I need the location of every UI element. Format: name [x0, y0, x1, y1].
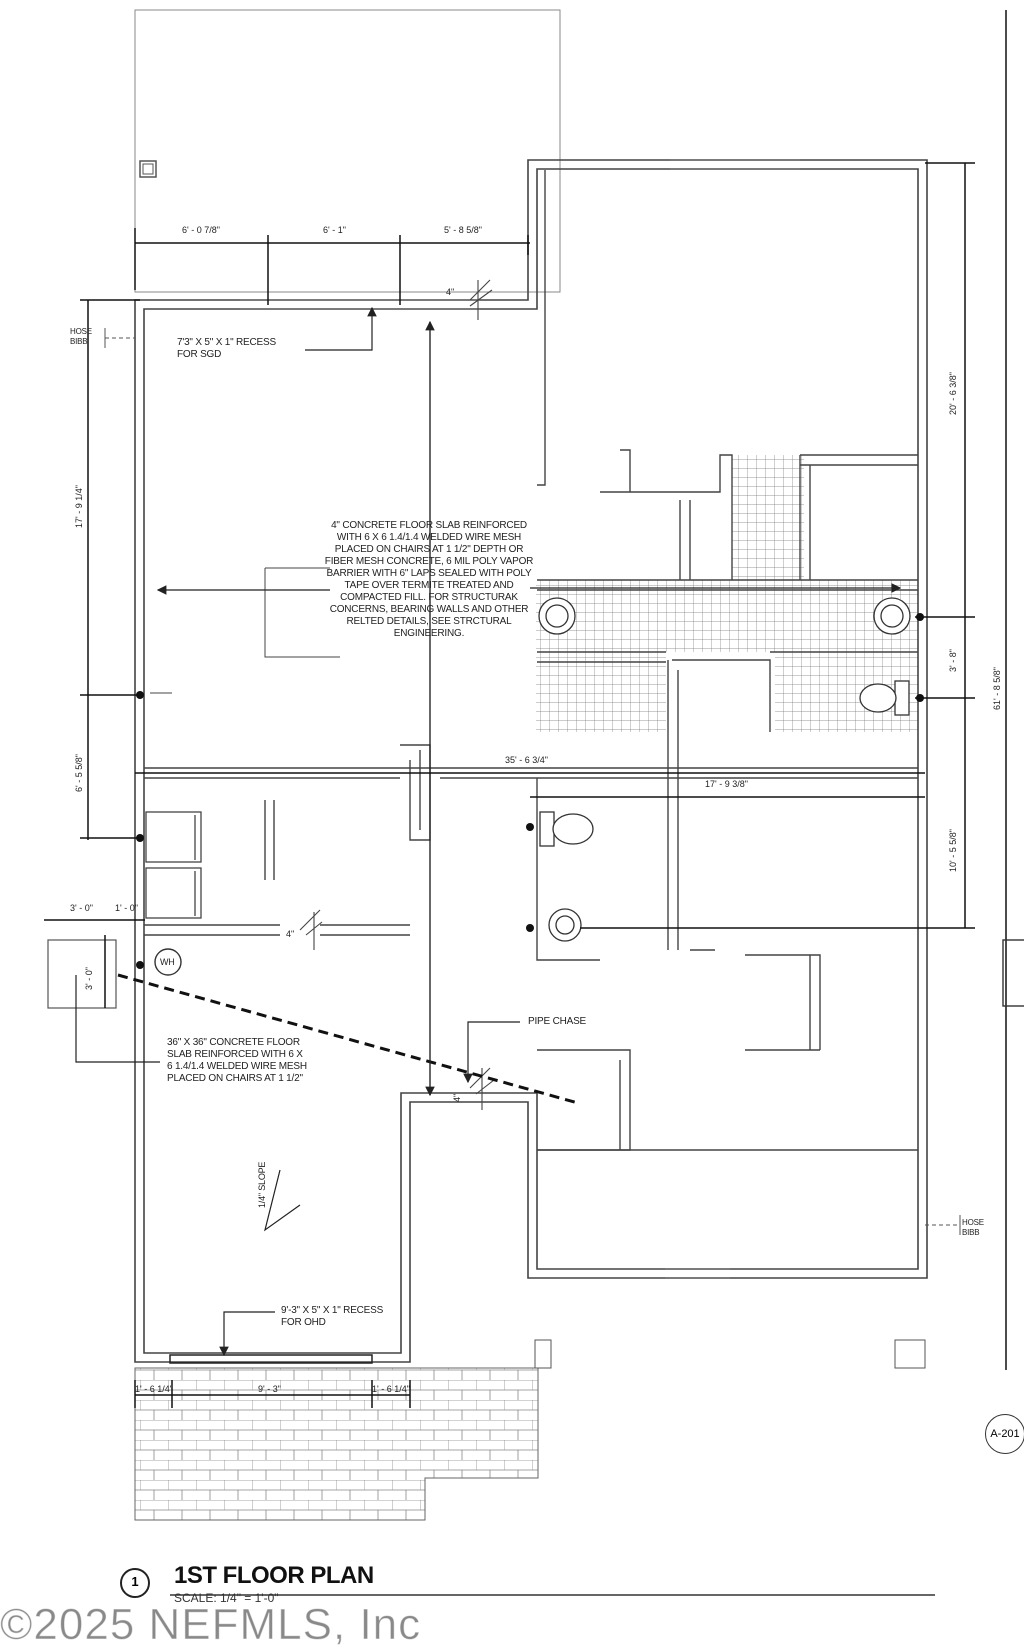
pipe-chase-label: PIPE CHASE — [528, 1016, 587, 1027]
drawing-scale: SCALE: 1/4" = 1'-0" — [174, 1591, 279, 1605]
dim-pad-height: 3' - 0" — [84, 967, 94, 990]
dim-overall-width: 35' - 6 3/4" — [505, 755, 548, 765]
exterior-walls — [134, 159, 928, 1363]
interior-walls — [144, 170, 918, 1151]
bath-tile-floor — [732, 455, 804, 580]
view-number-bubble: 1 — [120, 1568, 150, 1598]
dim-right-2: 3' - 8" — [948, 649, 958, 672]
recess-sgd-note: 7'3" X 5" X 1" RECESS FOR SGD — [177, 337, 276, 360]
dim-left-1: 17' - 9 1/4" — [74, 485, 84, 528]
dim-bottom-1: 1' - 6 1/4" — [135, 1384, 173, 1394]
rear-patio-outline — [134, 9, 561, 293]
dim-right-3: 10' - 5 5/8" — [948, 829, 958, 872]
dimension-lines — [44, 10, 1007, 1408]
dim-door-lower: 4" — [452, 1093, 462, 1102]
dim-door-top: 4" — [446, 287, 455, 297]
plumbing-fixtures — [538, 597, 911, 942]
washer-dryer — [145, 811, 202, 919]
slab-note: 4" CONCRETE FLOOR SLAB REINFORCED WITH 6… — [324, 520, 534, 639]
slope-label: 1/4" SLOPE — [257, 1161, 267, 1208]
dim-left-2: 6' - 5 5/8" — [74, 754, 84, 792]
dim-top-3: 5' - 8 5/8" — [444, 225, 482, 235]
dim-right-1: 20' - 6 3/8" — [948, 372, 958, 415]
dim-overall-depth: 61' - 8 5/8" — [992, 667, 1002, 710]
dim-top-2: 6' - 1" — [323, 225, 346, 235]
recess-ohd-note: 9'-3" X 5" X 1" RECESS FOR OHD — [281, 1305, 384, 1328]
drawing-title: 1ST FLOOR PLAN — [174, 1562, 374, 1589]
concrete-pad-note: 36" X 36" CONCRETE FLOOR SLAB REINFORCED… — [167, 1037, 307, 1084]
dim-door-mid: 4" — [286, 929, 295, 939]
dim-bottom-3: 1' - 6 1/4" — [372, 1384, 410, 1394]
sheet-reference-bubble: A-201 — [985, 1414, 1024, 1454]
dim-bottom-2: 9' - 3" — [258, 1384, 281, 1394]
equipment-pad — [47, 939, 117, 1009]
hose-bibb-right-label: HOSE BIBB — [962, 1218, 984, 1237]
dim-pad-gap: 1' - 0" — [115, 903, 138, 913]
dim-pad-width: 3' - 0" — [70, 903, 93, 913]
brick-driveway — [134, 1367, 539, 1521]
dim-top-1: 6' - 0 7/8" — [182, 225, 220, 235]
hose-bibb-left-label: HOSE BIBB — [70, 327, 92, 346]
watermark: ©2025 NEFMLS, Inc — [0, 1600, 422, 1650]
water-heater — [154, 948, 182, 976]
water-heater-label: WH — [160, 957, 175, 967]
patio-post — [139, 160, 157, 178]
dim-right-width: 17' - 9 3/8" — [705, 779, 748, 789]
